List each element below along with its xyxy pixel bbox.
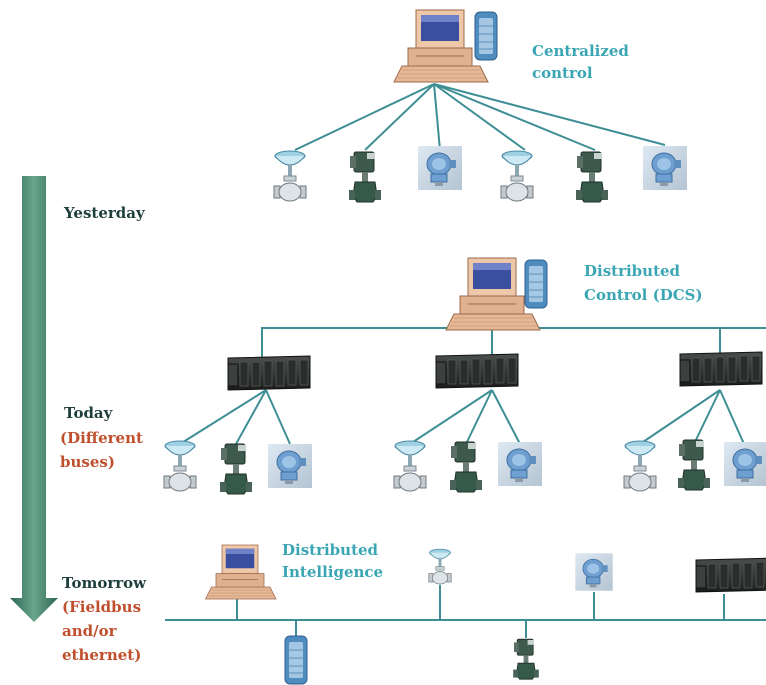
- transmitter-icon: [723, 441, 766, 487]
- control-valve-icon: [677, 439, 711, 491]
- control-valve-icon: [512, 638, 540, 680]
- dcs-tier: [163, 257, 766, 495]
- valve-icon: [500, 150, 534, 202]
- era-label-today: Today: [64, 404, 113, 422]
- valve-icon: [623, 440, 657, 492]
- centralized-computer-icon: [393, 9, 489, 83]
- valve-icon: [393, 440, 427, 492]
- control-valve-icon: [219, 443, 253, 495]
- fieldbus-cabinet-icon: [284, 635, 308, 685]
- control-valve-icon: [449, 441, 483, 493]
- centralized-cabinet-icon: [474, 11, 498, 61]
- era-sublabel-tomorrow: (Fieldbus: [62, 598, 142, 616]
- arch-label-centralized: Centralized: [532, 42, 629, 60]
- era-label-yesterday: Yesterday: [64, 204, 145, 222]
- arch-label-dcs: Distributed: [584, 262, 681, 280]
- control-valve-icon: [575, 151, 609, 203]
- valve-icon: [428, 548, 452, 585]
- controller-rack-icon: [695, 557, 766, 593]
- arch-label-centralized: control: [532, 64, 593, 82]
- transmitter-icon: [267, 443, 313, 489]
- transmitter-icon: [417, 145, 463, 191]
- transmitter-icon: [574, 552, 614, 592]
- fieldbus-computer-icon: [205, 544, 277, 600]
- controller-rack-icon: [435, 353, 519, 389]
- transmitter-icon: [642, 145, 688, 191]
- valve-icon: [273, 150, 307, 202]
- control-valve-icon: [348, 151, 382, 203]
- era-sublabel-tomorrow: ethernet): [62, 646, 142, 664]
- era-sublabel-today: (Different: [60, 429, 143, 447]
- era-sublabel-today: buses): [60, 453, 115, 471]
- centralized-tier: [273, 9, 688, 203]
- controller-rack-icon: [227, 355, 311, 391]
- valve-icon: [163, 440, 197, 492]
- arch-label-dcs: Control (DCS): [584, 286, 703, 304]
- time-arrow: [10, 176, 58, 622]
- arch-label-distributed-intelligence: Intelligence: [282, 563, 384, 581]
- arch-label-distributed-intelligence: Distributed: [282, 541, 379, 559]
- era-label-tomorrow: Tomorrow: [62, 574, 147, 592]
- transmitter-icon: [497, 441, 543, 487]
- fieldbus-tier: [165, 544, 766, 685]
- dcs-cabinet-icon: [524, 259, 548, 309]
- era-sublabel-tomorrow: and/or: [62, 622, 117, 640]
- controller-rack-icon: [679, 351, 763, 387]
